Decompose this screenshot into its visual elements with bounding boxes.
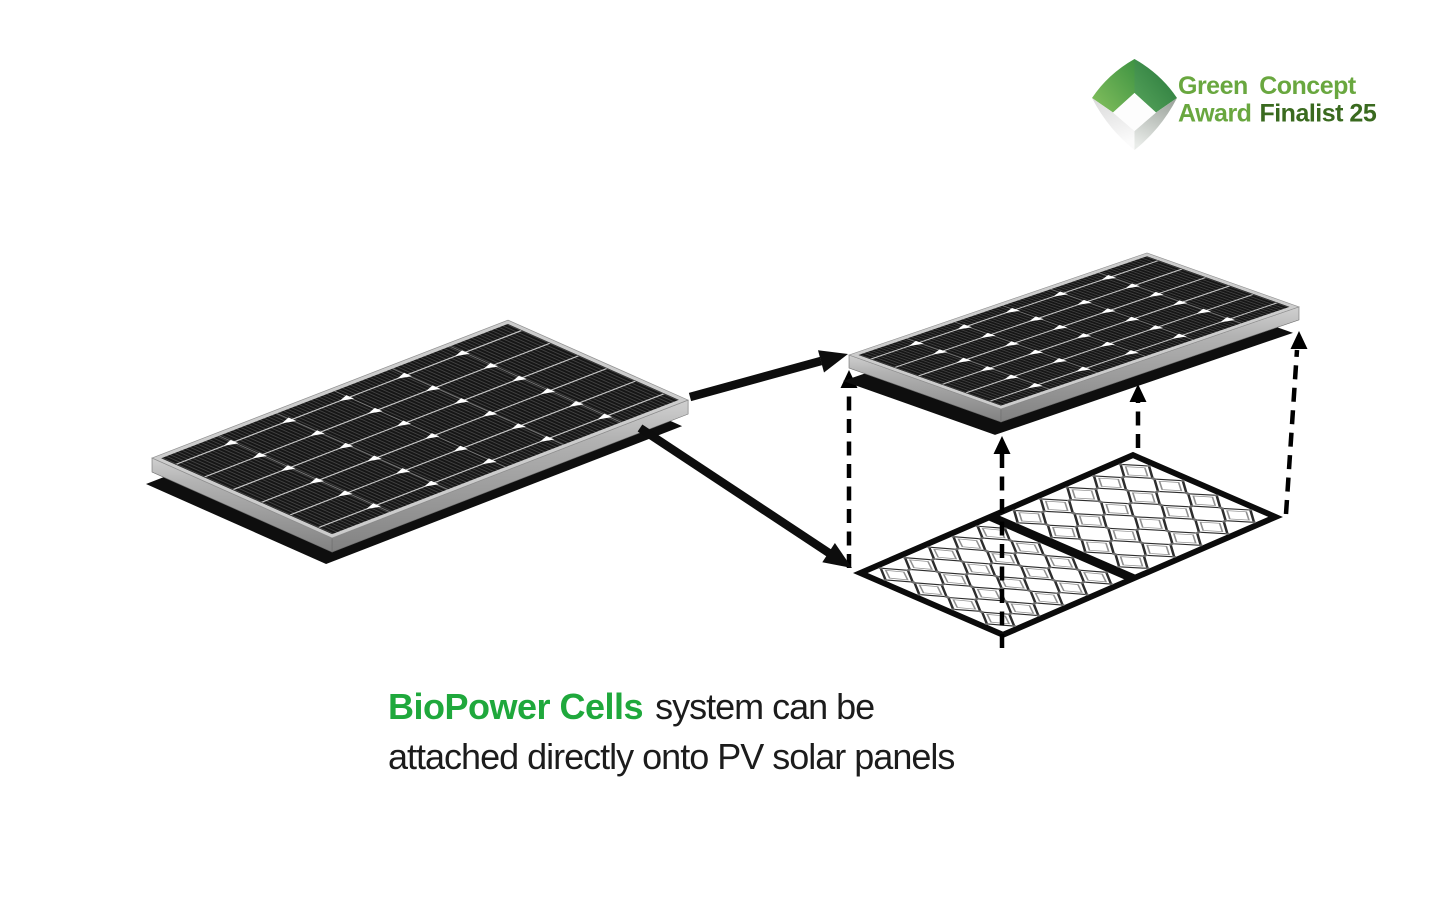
dashed-alignment-arrows-icon [840,331,1308,648]
caption-line1: BioPower Cells system can be [388,682,954,732]
faceted-gem-icon [1092,59,1177,150]
solid-transfer-arrows-icon [637,350,852,568]
logo-text-line1: Green Concept [1178,72,1357,100]
caption-highlight: BioPower Cells [388,686,644,727]
logo-finalist-text: Finalist 25 [1259,100,1376,128]
biopower-cells-grid [853,451,1283,639]
green-concept-award-logo [1092,59,1177,150]
logo-award-text: Award [1178,100,1251,128]
logo-text-line2: Award Finalist 25 [1178,100,1377,128]
caption: BioPower Cells system can be attached dir… [388,682,955,782]
pv-solar-panel-top-icon [843,252,1300,435]
caption-line1-rest: system can be [655,686,875,727]
pv-solar-panel-icon [146,319,690,564]
caption-line2: attached directly onto PV solar panels [388,736,955,777]
